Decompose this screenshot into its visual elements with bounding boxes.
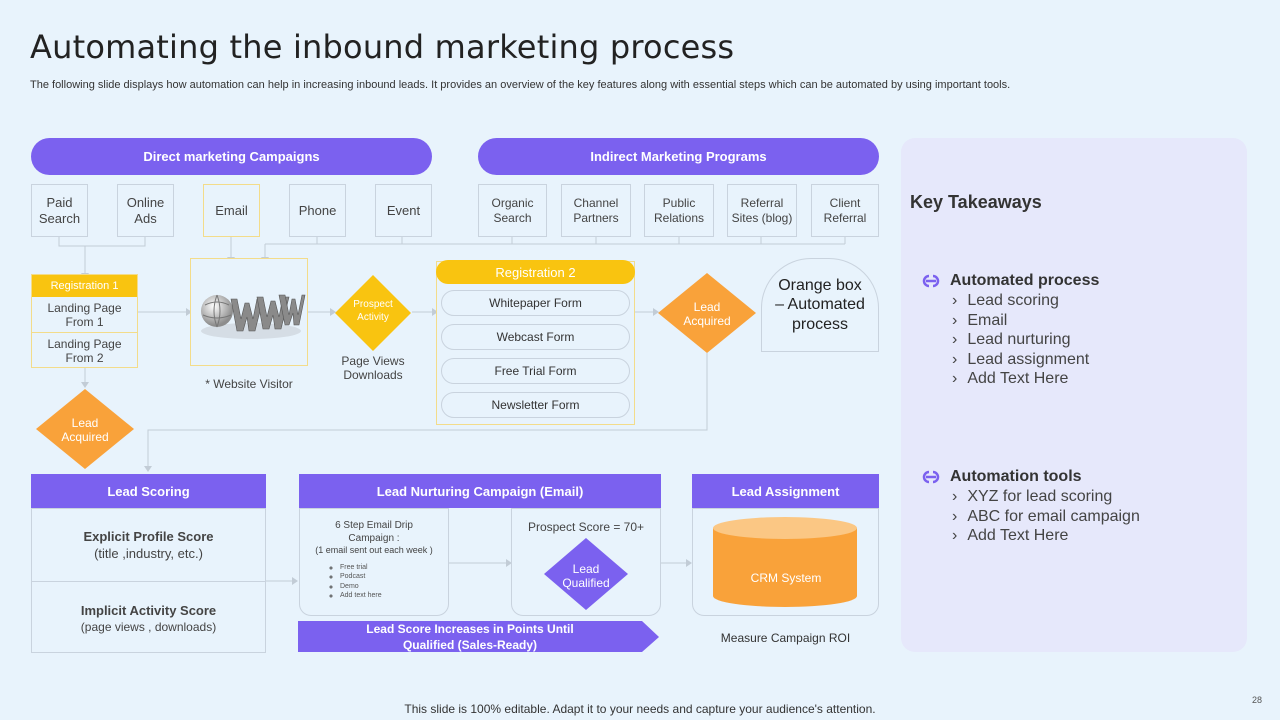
whitepaper-form: Whitepaper Form	[441, 290, 630, 316]
prospect-activity-diamond	[335, 275, 411, 351]
link-icon	[922, 470, 940, 484]
banner-line-2: Qualified (Sales-Ready)	[402, 638, 538, 652]
prospect-activity-label: Prospect Activity	[353, 299, 393, 323]
drip-item: Add text here	[340, 591, 448, 601]
page-number: 28	[1251, 695, 1262, 705]
registration-2-header: Registration 2	[436, 260, 635, 284]
lead-score-banner-arrow	[298, 621, 659, 652]
lead-assignment-header: Lead Assignment	[692, 474, 879, 508]
takeaway-section-2: Automation tools XYZ for lead scoring AB…	[921, 468, 1140, 546]
takeaway-heading: Automation tools	[950, 468, 1082, 485]
channel-online-ads: Online Ads	[117, 184, 174, 237]
channel-event: Event	[375, 184, 432, 237]
explicit-score-title: Explicit Profile Score	[83, 529, 214, 544]
lead-qualified-label: Lead Qualified	[562, 562, 610, 590]
takeaway-item: Lead scoring	[952, 291, 1099, 311]
takeaway-item: Add Text Here	[952, 369, 1099, 389]
lead-acquired-label-right: Lead Acquired	[683, 300, 731, 329]
takeaway-item: ABC for email campaign	[952, 507, 1140, 527]
lead-scoring-body: Explicit Profile Score (title ,industry,…	[31, 508, 266, 653]
page-title: Automating the inbound marketing process	[30, 28, 735, 66]
channel-channel-partners: Channel Partners	[561, 184, 631, 237]
registration-1-box: Registration 1 Landing Page From 1 Landi…	[31, 274, 138, 368]
page-views-label: Page Views Downloads	[341, 354, 405, 383]
implicit-score-title: Implicit Activity Score	[80, 602, 217, 618]
www-globe-icon	[201, 294, 306, 339]
implicit-activity-score: Implicit Activity Score (page views , do…	[32, 582, 265, 654]
channel-email: Email	[203, 184, 260, 237]
channel-public-relations: Public Relations	[644, 184, 714, 237]
key-takeaways-title: Key Takeaways	[910, 192, 1042, 212]
email-drip-box: 6 Step Email Drip Campaign : (1 email se…	[299, 508, 449, 616]
drip-item: Free trial	[340, 563, 448, 573]
lead-nurturing-header: Lead Nurturing Campaign (Email)	[299, 474, 661, 508]
direct-marketing-header: Direct marketing Campaigns	[31, 138, 432, 175]
drip-line-2: Campaign :	[348, 533, 400, 544]
channel-referral-sites: Referral Sites (blog)	[727, 184, 797, 237]
crm-database-icon	[713, 517, 857, 607]
lead-acquired-diamond-right	[658, 273, 756, 353]
website-visitor-image	[190, 258, 308, 366]
takeaway-item: XYZ for lead scoring	[952, 487, 1140, 507]
explicit-profile-score: Explicit Profile Score (title ,industry,…	[32, 509, 265, 582]
lead-acquired-diamond-left	[36, 389, 134, 469]
channel-client-referral: Client Referral	[811, 184, 879, 237]
website-visitor-label: * Website Visitor	[205, 377, 293, 391]
takeaway-item: Add Text Here	[952, 526, 1140, 546]
lead-acquired-label-left: Lead Acquired	[61, 416, 109, 445]
lead-qualified-diamond	[544, 538, 628, 610]
drip-line-3: (1 email sent out each week )	[315, 545, 433, 555]
orange-box-note: Orange box – Automated process	[761, 258, 879, 352]
banner-line-1: Lead Score Increases in Points Until	[366, 622, 574, 636]
newsletter-form: Newsletter Form	[441, 392, 630, 418]
lead-score-banner-text: Lead Score Increases in Points Until Qua…	[298, 621, 642, 653]
registration-1-header: Registration 1	[32, 275, 137, 297]
drip-line-1: 6 Step Email Drip	[335, 520, 413, 531]
takeaway-item: Lead assignment	[952, 350, 1099, 370]
webcast-form: Webcast Form	[441, 324, 630, 350]
channel-paid-search: Paid Search	[31, 184, 88, 237]
landing-page-2: Landing Page From 2	[47, 336, 122, 365]
channel-organic-search: Organic Search	[478, 184, 547, 237]
free-trial-form: Free Trial Form	[441, 358, 630, 384]
drip-item: Demo	[340, 582, 448, 592]
crm-system-label: CRM System	[750, 571, 822, 585]
link-icon	[922, 274, 940, 288]
takeaway-item: Lead nurturing	[952, 330, 1099, 350]
key-takeaways-panel	[901, 138, 1247, 652]
measure-roi-label: Measure Campaign ROI	[720, 631, 851, 645]
explicit-score-sub: (title ,industry, etc.)	[94, 546, 203, 561]
lead-scoring-header: Lead Scoring	[31, 474, 266, 508]
prospect-score-label: Prospect Score = 70+	[527, 520, 645, 534]
footer-note: This slide is 100% editable. Adapt it to…	[404, 702, 876, 716]
indirect-marketing-header: Indirect Marketing Programs	[478, 138, 879, 175]
page-subtitle: The following slide displays how automat…	[30, 79, 1011, 91]
implicit-score-sub: (page views , downloads)	[80, 619, 217, 634]
drip-item: Podcast	[340, 572, 448, 582]
takeaway-heading: Automated process	[950, 272, 1100, 289]
takeaway-section-1: Automated process Lead scoring Email Lea…	[921, 272, 1099, 389]
takeaway-item: Email	[952, 311, 1099, 331]
channel-phone: Phone	[289, 184, 346, 237]
drip-items: Free trial Podcast Demo Add text here	[300, 563, 448, 601]
landing-page-1: Landing Page From 1	[32, 297, 137, 333]
